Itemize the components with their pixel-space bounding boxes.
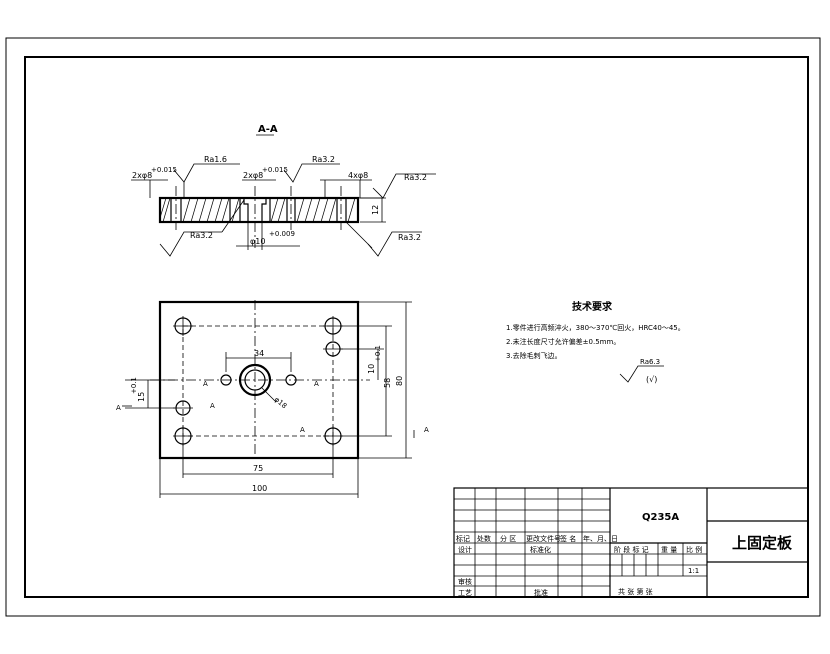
tb-label-std: 标准化 bbox=[530, 545, 551, 554]
rough-general: Ra6.3 bbox=[640, 358, 660, 366]
tb-label-process: 工艺 bbox=[458, 589, 472, 597]
callout-left-tol: +0.015 bbox=[151, 166, 177, 174]
rough-ra32-lowleft: Ra3.2 bbox=[190, 231, 213, 240]
tb-label-mark: 标记 bbox=[456, 534, 470, 543]
dim-34: 34 bbox=[254, 349, 264, 358]
center-boss bbox=[238, 363, 272, 397]
bore-dim: φ10 bbox=[250, 237, 265, 246]
section-label: A-A bbox=[258, 124, 278, 135]
tech-requirements: 技术要求 1.零件进行高频淬火，380～370℃回火，HRC40～45。 2.未… bbox=[506, 300, 685, 384]
part-name: 上固定板 bbox=[732, 534, 793, 552]
section-view: A-A bbox=[131, 124, 436, 257]
tb-label-approve: 批准 bbox=[534, 588, 548, 597]
dim-80: 80 bbox=[395, 376, 404, 386]
tb-label-sign: 签 名 bbox=[560, 534, 576, 543]
section-mark-left: A bbox=[116, 404, 121, 412]
callout-mid-tol: +0.015 bbox=[262, 166, 288, 174]
dim-100: 100 bbox=[252, 484, 267, 493]
dim-75: 75 bbox=[253, 464, 263, 473]
tb-scale-header: 比 例 bbox=[686, 545, 702, 554]
rough-ra32-right: Ra3.2 bbox=[404, 173, 427, 182]
tb-label-check: 审核 bbox=[458, 577, 472, 586]
tb-label-count: 处数 bbox=[477, 534, 491, 543]
tech-item-3: 3.去除毛刺飞边。 bbox=[506, 351, 562, 360]
rough-ra16: Ra1.6 bbox=[204, 155, 227, 164]
section-mark-mid2: A bbox=[314, 380, 319, 388]
tech-heading: 技术要求 bbox=[572, 300, 613, 313]
section-hatching bbox=[159, 197, 356, 223]
section-mark-mid: A bbox=[203, 380, 208, 388]
inner-border bbox=[24, 56, 809, 598]
tol-15: +0.1 bbox=[130, 377, 138, 394]
dim-15: 15 bbox=[137, 392, 146, 402]
section-mark-right: A bbox=[424, 426, 429, 434]
tech-item-1: 1.零件进行高频淬火，380～370℃回火，HRC40～45。 bbox=[506, 323, 685, 332]
rough-ra32-top: Ra3.2 bbox=[312, 155, 335, 164]
callout-mid: 2xφ8 bbox=[243, 171, 263, 180]
callout-left: 2xφ8 bbox=[132, 171, 152, 180]
tol-10: +0.1 bbox=[374, 345, 382, 362]
section-mark-left2: A bbox=[210, 402, 215, 410]
title-block: 标记 处数 分 区 更改文件号 签 名 年、月、日 设计 标准化 审核 工艺 批… bbox=[453, 487, 809, 598]
section-mark-bottom: A bbox=[300, 426, 305, 434]
bore-tol: +0.009 bbox=[269, 230, 295, 238]
tech-item-2: 2.未注长度尺寸允许偏差±0.5mm。 bbox=[506, 337, 620, 346]
tb-label-design: 设计 bbox=[458, 545, 472, 554]
tb-scale: 1:1 bbox=[688, 567, 699, 575]
plan-view: φ18 34 10 +0.1 15 +0.1 58 80 75 bbox=[116, 300, 429, 498]
tb-label-zone: 分 区 bbox=[500, 534, 516, 543]
thickness-dim: 12 bbox=[371, 205, 380, 215]
rough-ra32-lowright: Ra3.2 bbox=[398, 233, 421, 242]
rough-paren: (√) bbox=[646, 375, 657, 384]
tb-label-date: 年、月、日 bbox=[583, 534, 618, 543]
tb-label-doc: 更改文件号 bbox=[526, 534, 561, 543]
outer-border bbox=[5, 37, 821, 617]
tb-stage-header: 阶 段 标 记 bbox=[614, 545, 649, 554]
tb-weight-header: 重 量 bbox=[661, 546, 677, 554]
dim-10: 10 bbox=[367, 364, 376, 374]
boss-label: φ18 bbox=[273, 395, 289, 410]
tb-sheets: 共 张 第 张 bbox=[618, 587, 653, 596]
dim-58: 58 bbox=[383, 378, 392, 388]
material: Q235A bbox=[642, 512, 679, 523]
callout-right: 4xφ8 bbox=[348, 171, 368, 180]
